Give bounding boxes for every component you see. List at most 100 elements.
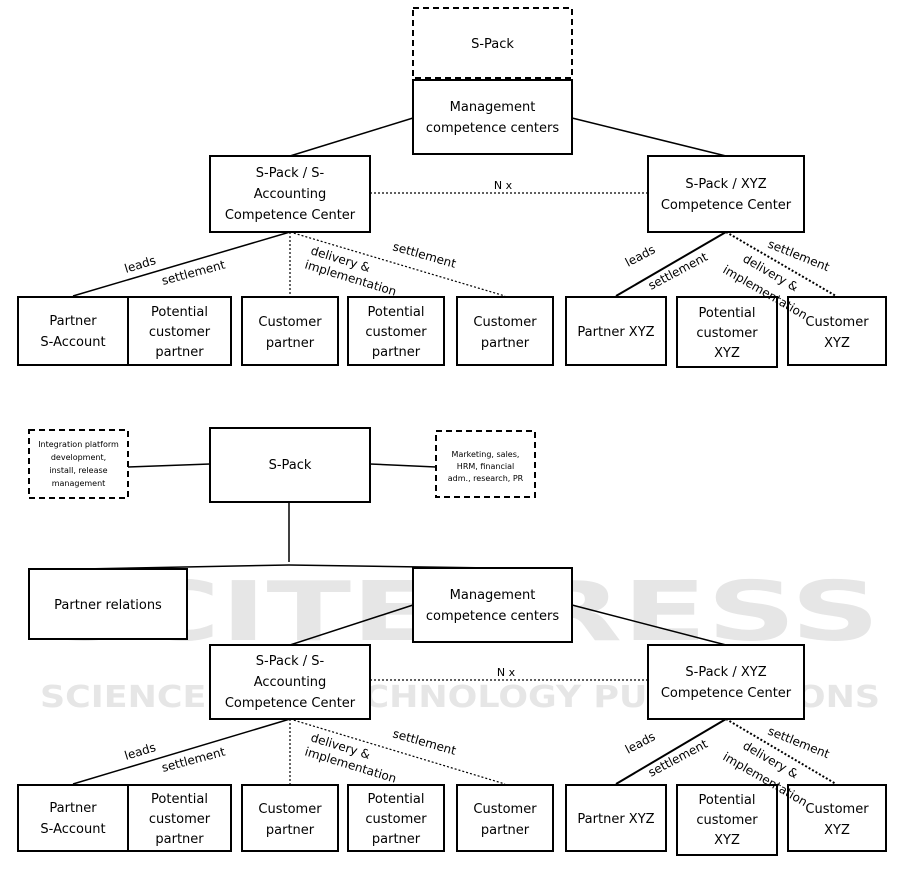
- partner-saccount2-line-2: S-Account: [40, 822, 105, 837]
- partner-saccount-line-2: S-Account: [40, 335, 105, 350]
- marketing-line-1: Marketing, sales,: [452, 450, 520, 459]
- customer-1-line-2: partner: [266, 336, 315, 351]
- diagram-1: S-Pack Management competence centers S-P…: [17, 7, 887, 368]
- potential-xyz2-line-1: Potential: [699, 793, 756, 808]
- marketing-line-2: HRM, financial: [457, 462, 514, 471]
- leads2-label: leads: [123, 740, 158, 763]
- spack-box: [412, 7, 573, 79]
- edge-mgmt-xyz: [571, 117, 727, 157]
- settlement2a-label: settlement: [160, 744, 227, 774]
- customer2-2-line-1: Customer: [473, 802, 537, 817]
- edge2-xyz-partner: [615, 718, 727, 785]
- customer-1-line-1: Customer: [258, 315, 322, 330]
- potential-2-line-3: partner: [372, 345, 421, 360]
- xyz-settlement-label: settlement: [646, 250, 710, 293]
- customer2-2-line-2: partner: [481, 823, 530, 838]
- spack2-box: [209, 427, 371, 503]
- potential-xyz2-line-3: XYZ: [714, 833, 740, 848]
- settlement2-label: settlement: [391, 239, 458, 270]
- mgmt-line-2: competence centers: [426, 121, 559, 136]
- potential2-2-line-2: customer: [365, 812, 427, 827]
- sacc-cc-line-1: S-Pack / S-: [256, 166, 325, 181]
- potential-1-line-1: Potential: [151, 305, 208, 320]
- partner-xyz-box: [565, 296, 667, 366]
- mgmt2-box: [412, 567, 573, 643]
- edge2-mgmt-xyz: [571, 604, 727, 646]
- integration-line-3: install, release: [49, 466, 107, 475]
- potential2-2-box: [347, 784, 445, 852]
- potential2-1-line-2: customer: [149, 812, 211, 827]
- potential-1-box: [127, 296, 232, 366]
- potential-xyz-line-1: Potential: [699, 306, 756, 321]
- partner-xyz-label: Partner XYZ: [577, 325, 654, 340]
- customer2-1-line-2: partner: [266, 823, 315, 838]
- nx-label: N x: [494, 179, 513, 192]
- sacc-cc2-line-2: Accounting: [254, 675, 327, 690]
- sacc-cc2-line-1: S-Pack / S-: [256, 654, 325, 669]
- partner-saccount2-line-1: Partner: [49, 801, 97, 816]
- potential2-2-line-3: partner: [372, 832, 421, 847]
- potential-1-line-3: partner: [155, 345, 204, 360]
- potential-xyz2-line-2: customer: [696, 813, 758, 828]
- customer-xyz-box: [787, 296, 887, 366]
- potential-2-line-2: customer: [365, 325, 427, 340]
- partner-saccount-box: [17, 296, 129, 366]
- xyz2-settlement-label: settlement: [646, 737, 710, 780]
- xyz-cc-box: [647, 155, 805, 233]
- customer-xyz2-line-1: Customer: [805, 802, 869, 817]
- potential2-2-line-1: Potential: [368, 792, 425, 807]
- partner-relations-label: Partner relations: [54, 598, 162, 613]
- integration-line-2: development,: [51, 453, 106, 462]
- edge2-leads: [72, 718, 291, 785]
- potential-2-box: [347, 296, 445, 366]
- customer-xyz-line-2: XYZ: [824, 336, 850, 351]
- xyz-cc2-box: [647, 644, 805, 720]
- potential2-1-line-1: Potential: [151, 792, 208, 807]
- potential-xyz-line-3: XYZ: [714, 346, 740, 361]
- edge-spack-marketing: [369, 463, 437, 468]
- marketing-box: [435, 430, 536, 498]
- xyz-cc-line-2: Competence Center: [661, 198, 792, 213]
- mgmt-line-1: Management: [450, 100, 536, 115]
- xyz-cc-line-1: S-Pack / XYZ: [685, 177, 766, 192]
- customer-2-box: [456, 296, 554, 366]
- edge-settlement2: [289, 231, 506, 297]
- potential-xyz-line-2: customer: [696, 326, 758, 341]
- partner-xyz2-box: [565, 784, 667, 852]
- customer-xyz2-box: [787, 784, 887, 852]
- xyz-leads-label: leads: [623, 242, 658, 269]
- customer-2-line-1: Customer: [473, 315, 537, 330]
- partner-saccount-line-1: Partner: [49, 314, 97, 329]
- partner-saccount2-box: [17, 784, 129, 852]
- edge-leads: [72, 231, 291, 297]
- mgmt2-line-2: competence centers: [426, 609, 559, 624]
- spack-label: S-Pack: [471, 37, 514, 52]
- edge-xyz-partner: [615, 231, 727, 297]
- sacc-cc-line-3: Competence Center: [225, 208, 356, 223]
- customer2-1-line-1: Customer: [258, 802, 322, 817]
- edge2-mgmt-sacc: [289, 604, 414, 646]
- potential-xyz2-box: [676, 784, 778, 856]
- potential2-1-line-3: partner: [155, 832, 204, 847]
- integration-box: [28, 429, 129, 499]
- customer-xyz2-line-2: XYZ: [824, 823, 850, 838]
- nx2-label: N x: [497, 666, 516, 679]
- xyz2-leads-label: leads: [623, 729, 658, 756]
- xyz-cc2-line-2: Competence Center: [661, 686, 792, 701]
- integration-line-1: Integration platform: [38, 440, 119, 449]
- sacc-cc-line-2: Accounting: [254, 187, 327, 202]
- integration-line-4: management: [52, 479, 106, 488]
- sacc-cc2-box: [209, 644, 371, 720]
- edge-mgmt-sacc: [289, 117, 414, 157]
- customer-xyz-line-1: Customer: [805, 315, 869, 330]
- partner-xyz2-label: Partner XYZ: [577, 812, 654, 827]
- marketing-line-3: adm., research, PR: [448, 474, 524, 483]
- spack2-label: S-Pack: [269, 458, 312, 473]
- edge2-settlement2: [289, 718, 506, 785]
- edge2-xyz-customer: [725, 718, 837, 785]
- mgmt-box: [412, 79, 573, 155]
- potential2-1-box: [127, 784, 232, 852]
- potential-1-line-2: customer: [149, 325, 211, 340]
- sacc-cc2-line-3: Competence Center: [225, 696, 356, 711]
